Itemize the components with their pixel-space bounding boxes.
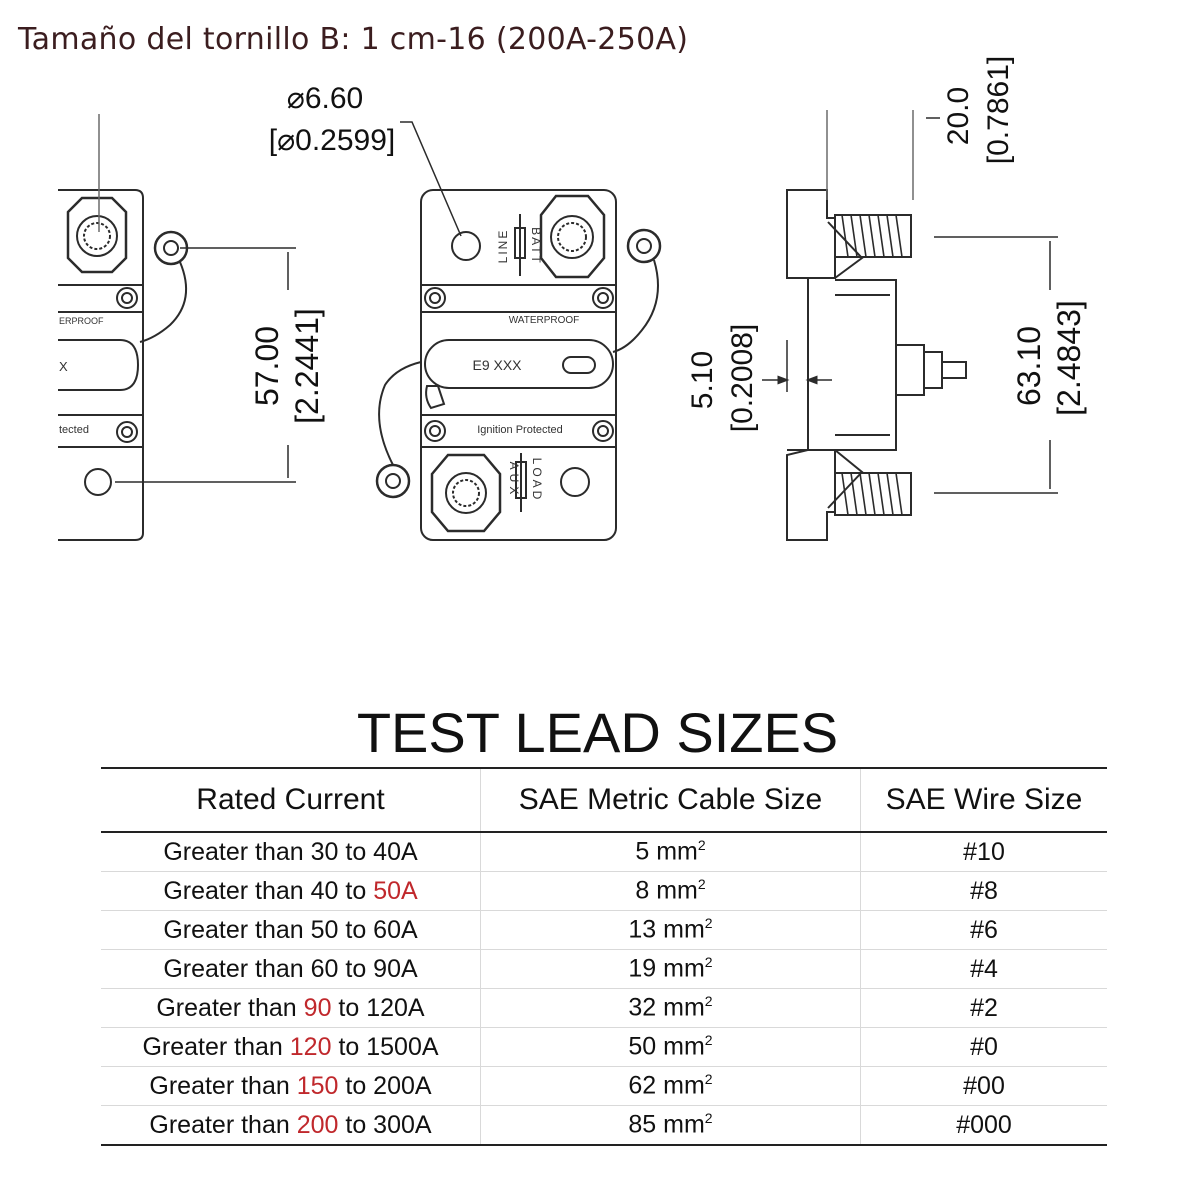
metric-size-cell: 62 mm2 — [480, 1066, 861, 1106]
metric-size-value: 19 mm — [628, 954, 705, 983]
left-model-label: X — [59, 359, 68, 374]
wire-size-cell: #10 — [860, 832, 1107, 872]
wire-size-cell: #6 — [860, 910, 1107, 950]
metric-size-exponent: 2 — [704, 1110, 713, 1127]
front-waterproof-label: WATERPROOF — [509, 315, 580, 326]
metric-size-value: 62 mm — [628, 1071, 705, 1100]
spacing-in: [2.4843] — [1051, 300, 1087, 416]
metric-size-value: 8 mm — [635, 876, 698, 905]
wire-size-cell: #8 — [860, 871, 1107, 911]
height-in: [2.2441] — [289, 308, 325, 424]
test-lead-table: Rated Current SAE Metric Cable Size SAE … — [101, 767, 1107, 1146]
metric-size-exponent: 2 — [697, 837, 706, 854]
line-label: LINE — [496, 229, 510, 264]
rated-current-mid: to 1500A — [331, 1032, 439, 1061]
metric-size-cell: 13 mm2 — [480, 910, 861, 950]
metric-size-value: 13 mm — [628, 915, 705, 944]
side-view — [786, 189, 967, 541]
aux-label: AUX — [507, 462, 521, 499]
metric-size-value: 50 mm — [628, 1032, 705, 1061]
metric-size-cell: 85 mm2 — [480, 1105, 861, 1146]
wire-size-cell: #0 — [860, 1027, 1107, 1067]
metric-size-cell: 19 mm2 — [480, 949, 861, 989]
rated-current-low-highlight: 90 — [303, 993, 332, 1022]
rated-current-low-highlight: 120 — [289, 1032, 332, 1061]
rated-current-cell: Greater than 150 to 200A — [101, 1066, 481, 1106]
stud-in: [0.7861] — [982, 56, 1015, 164]
height-mm: 57.00 — [249, 326, 285, 406]
load-label: LOAD — [530, 458, 544, 503]
rated-current-cell: Greater than 60 to 90A — [101, 949, 481, 989]
rated-current-cell: Greater than 200 to 300A — [101, 1105, 481, 1146]
rated-current-low-highlight: 200 — [296, 1110, 339, 1139]
metric-size-exponent: 2 — [704, 993, 713, 1010]
rated-current-mid: to 120A — [331, 993, 425, 1022]
header-metric-size: SAE Metric Cable Size — [480, 767, 861, 833]
front-model-label: E9 XXX — [472, 357, 522, 373]
wire-size-cell: #000 — [860, 1105, 1107, 1146]
rated-current-prefix: Greater than 30 to 40A — [163, 837, 418, 866]
left-partial-view — [58, 189, 189, 541]
thread-lines — [841, 214, 903, 516]
metric-size-cell: 50 mm2 — [480, 1027, 861, 1067]
header-wire-size: SAE Wire Size — [860, 767, 1107, 833]
metric-size-value: 32 mm — [628, 993, 705, 1022]
metric-size-cell: 5 mm2 — [480, 832, 861, 872]
front-ignition-label: Ignition Protected — [477, 424, 563, 436]
left-ignition-label: tected — [59, 424, 89, 436]
rated-current-low-highlight: 150 — [296, 1071, 339, 1100]
header-rated-current: Rated Current — [101, 767, 481, 833]
thickness-mm: 5.10 — [686, 351, 719, 409]
rated-current-prefix: Greater than 50 to 60A — [163, 915, 418, 944]
spacing-mm: 63.10 — [1011, 326, 1047, 406]
rated-current-cell: Greater than 50 to 60A — [101, 910, 481, 950]
rated-current-prefix: Greater than — [149, 1071, 297, 1100]
metric-size-exponent: 2 — [704, 954, 713, 971]
wire-size-cell: #00 — [860, 1066, 1107, 1106]
rated-current-prefix: Greater than — [149, 1110, 297, 1139]
metric-size-exponent: 2 — [704, 1032, 713, 1049]
metric-size-exponent: 2 — [704, 1071, 713, 1088]
metric-size-value: 5 mm — [635, 837, 698, 866]
metric-size-cell: 32 mm2 — [480, 988, 861, 1028]
rated-current-prefix: Greater than 60 to 90A — [163, 954, 418, 983]
rated-current-cell: Greater than 90 to 120A — [101, 988, 481, 1028]
stud-mm: 20.0 — [942, 87, 975, 145]
hole-diameter-in: [⌀0.2599] — [269, 124, 396, 157]
rated-current-mid: to 300A — [338, 1110, 432, 1139]
height-dimension — [115, 247, 296, 483]
left-waterproof-label: ERPROOF — [59, 316, 104, 326]
front-view — [375, 189, 662, 541]
thickness-in: [0.2008] — [726, 324, 759, 432]
screw-size-note: Tamaño del tornillo B: 1 cm-16 (200A-250… — [18, 22, 689, 57]
rated-current-mid: to 200A — [338, 1071, 432, 1100]
rated-current-high-highlight: 50A — [373, 876, 418, 905]
rated-current-cell: Greater than 120 to 1500A — [101, 1027, 481, 1067]
metric-size-exponent: 2 — [697, 876, 706, 893]
breaker-dimension-drawing: ERPROOF X tected 57.00 [2.2441] — [58, 56, 1087, 541]
rated-current-prefix: Greater than — [142, 1032, 290, 1061]
metric-size-exponent: 2 — [704, 915, 713, 932]
hole-diameter-mm: ⌀6.60 — [287, 82, 363, 115]
rated-current-cell: Greater than 40 to 50A — [101, 871, 481, 911]
table-title: TEST LEAD SIZES — [356, 701, 839, 764]
rated-current-prefix: Greater than 40 to — [163, 876, 374, 905]
rated-current-prefix: Greater than — [156, 993, 304, 1022]
batt-label: BATT — [529, 227, 543, 265]
metric-size-value: 85 mm — [628, 1110, 705, 1139]
rated-current-cell: Greater than 30 to 40A — [101, 832, 481, 872]
wire-size-cell: #2 — [860, 988, 1107, 1028]
wire-size-cell: #4 — [860, 949, 1107, 989]
metric-size-cell: 8 mm2 — [480, 871, 861, 911]
table-header-row: Rated Current SAE Metric Cable Size SAE … — [101, 767, 1107, 833]
